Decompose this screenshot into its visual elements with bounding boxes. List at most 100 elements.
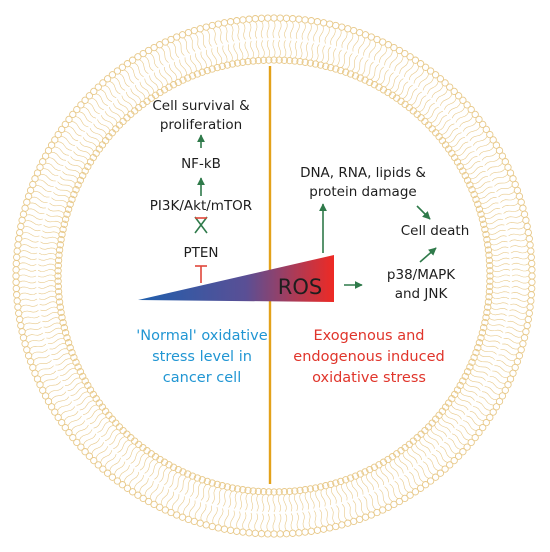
lipid-head [301, 486, 309, 494]
lipid-head [289, 15, 297, 23]
lipid-head [295, 529, 303, 537]
lipid-head [251, 15, 259, 23]
lipid-head [24, 352, 33, 360]
lipid-head [436, 75, 445, 83]
lipid-head [58, 230, 66, 239]
lipid-head [498, 392, 507, 400]
lipid-head [174, 465, 182, 474]
lipid-head [413, 110, 421, 118]
lipid-head [480, 324, 488, 332]
lipid-head [361, 468, 369, 476]
lipid-head [64, 205, 73, 213]
lipid-head [351, 472, 360, 480]
lipid-head [421, 117, 429, 126]
lipid-head [319, 525, 328, 533]
lipid-head [511, 180, 519, 189]
lipid-head [432, 129, 440, 137]
lipid-head [332, 21, 340, 30]
lipid-head [296, 486, 304, 495]
lipid-head [214, 524, 222, 532]
lipid-head [196, 519, 204, 527]
lipid-head [184, 28, 193, 37]
lipid-head [26, 357, 35, 366]
lipid-head [370, 81, 379, 89]
lipid-head [184, 74, 192, 82]
lipid-head [424, 121, 433, 129]
lipid-head [244, 57, 252, 66]
lipid-head [66, 200, 74, 208]
lipid-head [486, 277, 494, 285]
lipid-head [337, 66, 345, 75]
lipid-head [54, 261, 62, 270]
lipid-head [484, 246, 493, 254]
lipid-head [94, 83, 102, 91]
lipid-head [12, 272, 20, 280]
lipid-head [306, 59, 315, 67]
lipid-head [21, 204, 29, 212]
lipid-head [123, 114, 131, 122]
lipid-head [77, 101, 85, 109]
lipid-head [17, 222, 25, 231]
lipid-head [467, 105, 475, 114]
lipid-head [401, 49, 409, 58]
lipid-head [446, 83, 454, 91]
lipid-head [523, 222, 531, 231]
lipid-head [459, 96, 467, 104]
lipid-head [202, 521, 210, 529]
lipid-head [54, 277, 62, 285]
lipid-head [65, 115, 73, 124]
lipid-head [517, 346, 525, 354]
lipid-head [131, 107, 139, 115]
lipid-head [131, 437, 139, 445]
lipid-head [16, 228, 24, 237]
lipid-head [13, 253, 21, 261]
normal-oxidative-caption: 'Normal' oxidative stress level in cance… [136, 328, 268, 386]
lipid-head [233, 17, 241, 25]
lipid-head [68, 195, 76, 204]
lipid-head [228, 60, 237, 68]
lipid-head [486, 282, 494, 291]
lipid-head [405, 103, 413, 112]
lipid-head [13, 297, 21, 305]
lipid-head [127, 110, 135, 118]
lipid-head [461, 372, 469, 381]
lipid-head [395, 497, 404, 506]
lipid-head [475, 115, 483, 124]
lipid-head [463, 368, 472, 376]
lipid-head [61, 329, 70, 337]
lipid-head [291, 57, 299, 65]
lipid-head [276, 530, 284, 538]
lipid-head [108, 129, 116, 137]
lipid-head [417, 430, 425, 438]
ros-label: ROS [278, 275, 322, 299]
lipid-head [482, 313, 490, 322]
lipid-head [481, 318, 489, 327]
lipid-head [226, 526, 235, 534]
lipid-head [528, 272, 536, 280]
lipid-head [370, 463, 379, 471]
lipid-head [128, 56, 137, 64]
lipid-head [85, 452, 94, 460]
lipid-head [486, 413, 494, 422]
lipid-head [416, 60, 425, 68]
lipid-head [338, 521, 346, 529]
lipid-head [188, 472, 197, 480]
lipid-head [526, 241, 534, 249]
lipid-head [342, 476, 350, 484]
lipid-head [61, 120, 69, 129]
lipid-head [41, 392, 50, 400]
lipid-head [64, 339, 73, 347]
lipid-head [332, 479, 340, 487]
lipid-head [306, 485, 315, 493]
lipid-head [257, 530, 266, 538]
lipid-head [515, 192, 524, 200]
lipid-head [515, 352, 524, 360]
lipid-head [144, 46, 153, 55]
lipid-head [188, 72, 197, 80]
lipid-head [198, 476, 206, 484]
lipid-head [426, 477, 435, 485]
lipid-head [478, 329, 487, 337]
lipid-head [316, 483, 325, 491]
lipid-head [239, 486, 247, 494]
lipid-head [51, 136, 59, 144]
